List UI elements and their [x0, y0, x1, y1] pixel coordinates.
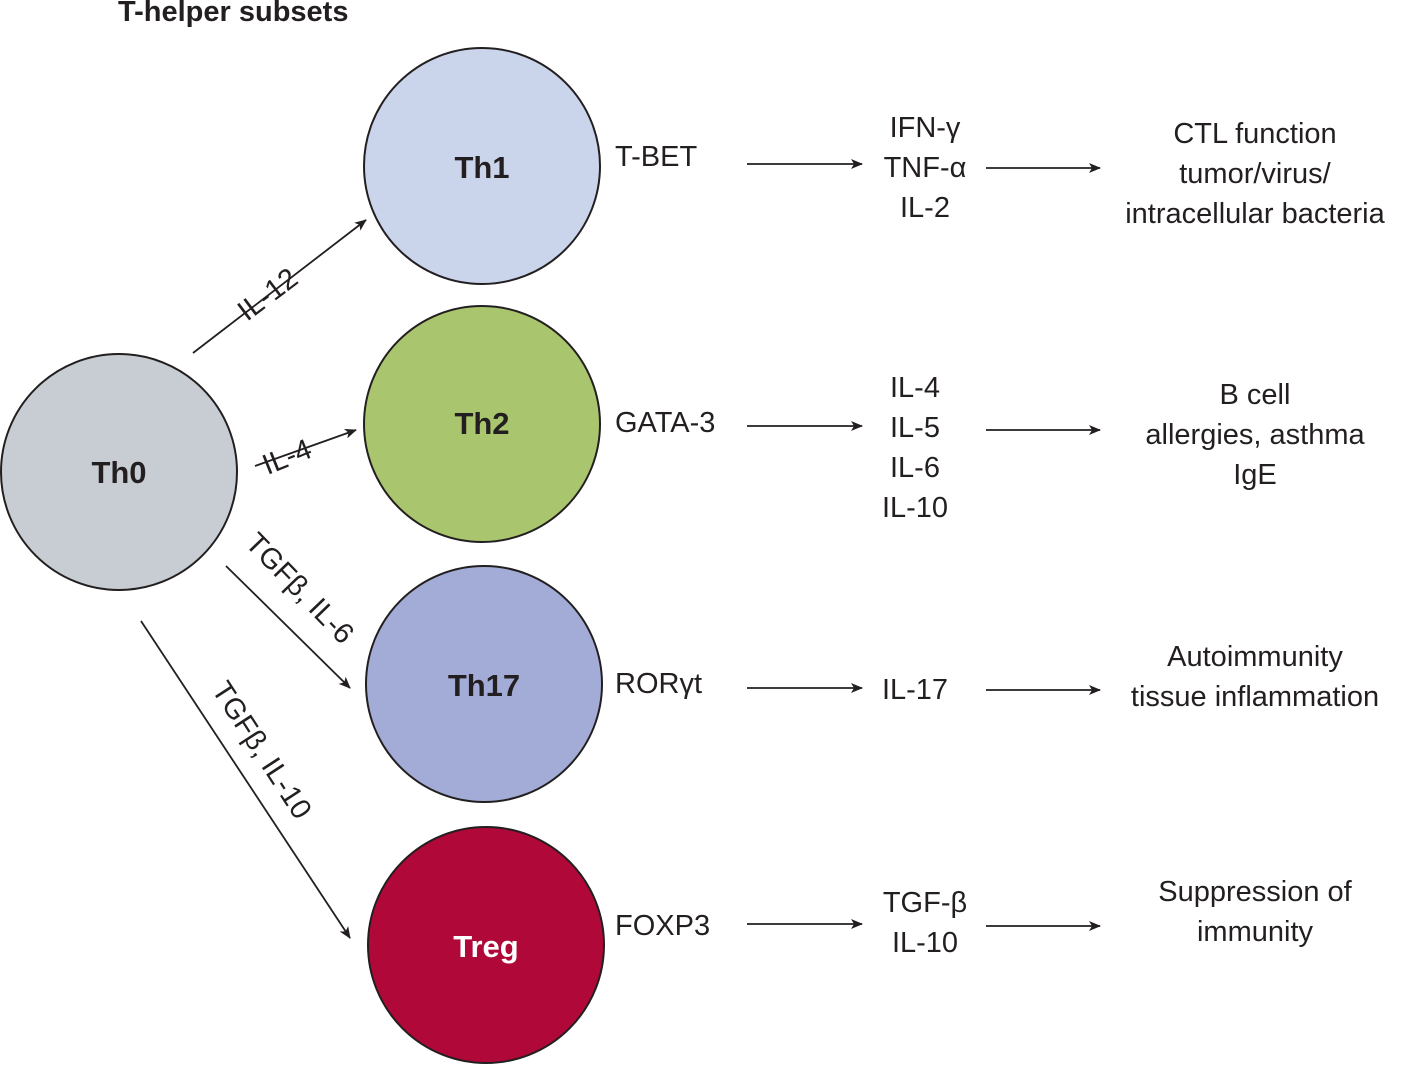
cytokine: IL-17	[881, 674, 949, 706]
function-line: intracellular bacteria	[1125, 198, 1385, 230]
cell-label-treg: Treg	[453, 929, 518, 964]
tf-th1: T-BET	[615, 141, 698, 173]
cell-th0	[0, 353, 238, 591]
functions-treg: Suppression of immunity	[1103, 872, 1405, 952]
cell-treg	[367, 826, 605, 1064]
function-line: B cell	[1219, 379, 1291, 411]
cytokine: TNF-α	[883, 152, 967, 184]
arrow-th0-to-th1	[192, 219, 367, 354]
cytokine: IL-10	[891, 927, 959, 959]
cytokine: TGF-β	[882, 887, 968, 919]
arrow-th0-to-th17	[225, 565, 351, 689]
tf-th17: RORγt	[615, 668, 702, 700]
diagram-title: T-helper subsets	[118, 0, 349, 28]
function-line: tumor/virus/	[1179, 158, 1331, 190]
cytokine: IL-4	[890, 372, 940, 404]
cytokines-th17: IL-17	[855, 670, 975, 710]
cytokines-th1: IFN-γ TNF-α IL-2	[865, 108, 985, 228]
cytokines-th2: IL-4 IL-5 IL-6 IL-10	[855, 368, 975, 528]
function-line: immunity	[1196, 916, 1313, 948]
function-line: tissue inflammation	[1130, 681, 1380, 713]
functions-th2: B cell allergies, asthma IgE	[1103, 375, 1405, 495]
function-line: Suppression of	[1158, 876, 1352, 908]
function-line: Autoimmunity	[1167, 641, 1343, 673]
cell-label-th1: Th1	[454, 150, 509, 185]
function-line: IgE	[1233, 459, 1277, 491]
function-line: allergies, asthma	[1145, 419, 1365, 451]
cell-th2	[363, 305, 601, 543]
functions-th1: CTL function tumor/virus/ intracellular …	[1103, 114, 1405, 234]
cell-label-th0: Th0	[91, 455, 146, 490]
cytokine: IFN-γ	[889, 112, 961, 144]
cell-th1	[363, 47, 601, 285]
cell-th17	[365, 565, 603, 803]
cell-label-th2: Th2	[454, 406, 509, 441]
arrow-th0-to-th2	[254, 428, 357, 467]
cell-label-th17: Th17	[448, 668, 520, 703]
tf-treg: FOXP3	[615, 910, 711, 942]
tf-th2: GATA-3	[615, 407, 716, 439]
function-line: CTL function	[1173, 118, 1337, 150]
cytokines-treg: TGF-β IL-10	[865, 883, 985, 963]
cytokine: IL-5	[890, 412, 940, 444]
cytokine: IL-10	[881, 492, 949, 524]
cytokine: IL-2	[900, 192, 950, 224]
arrow-th0-to-treg	[140, 620, 351, 939]
functions-th17: Autoimmunity tissue inflammation	[1103, 637, 1405, 717]
cytokine: IL-6	[890, 452, 940, 484]
